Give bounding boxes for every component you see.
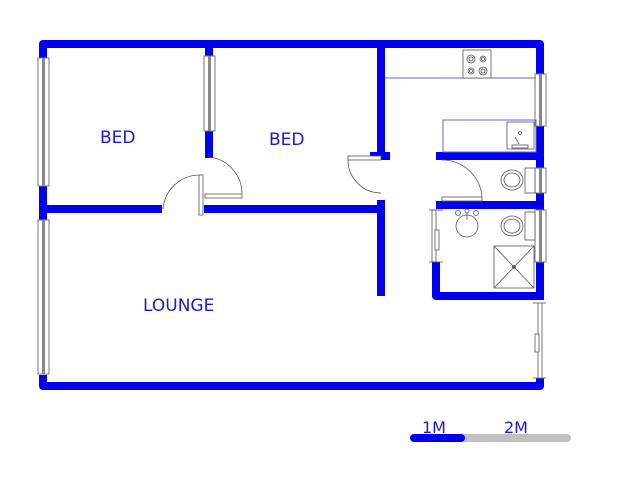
- door-toilet: [441, 159, 483, 202]
- kitchen-fixtures: [385, 77, 537, 153]
- toilet-icon-bath: [500, 211, 536, 241]
- wall-bath-left: [432, 262, 540, 300]
- room-label-lounge: LOUNGE: [143, 296, 215, 316]
- shower-icon: [493, 245, 535, 289]
- window-toilet-right: [534, 167, 547, 194]
- scale-label-1m: 1M: [422, 418, 446, 437]
- window-kitchen-right: [534, 73, 547, 127]
- wall-top: [39, 40, 544, 74]
- scale-label-2m: 2M: [504, 418, 528, 437]
- door-kitchen: [347, 155, 382, 194]
- wall-left-lower: [39, 375, 544, 390]
- basin-icon: [455, 208, 479, 238]
- door-bath: [429, 209, 443, 263]
- window-lounge-left: [37, 219, 50, 375]
- window-bath-right: [534, 209, 547, 263]
- walls: [39, 40, 544, 390]
- sliding-door-lounge: [533, 302, 546, 379]
- door-bed1: [162, 174, 204, 216]
- stove-icon: [462, 49, 492, 79]
- kitchen-counter-lower: [442, 119, 537, 153]
- window-bed1-left: [37, 57, 50, 187]
- door-bed2: [204, 156, 243, 199]
- kitchen-sink-icon: [506, 121, 535, 150]
- window-bed2-left: [203, 55, 216, 132]
- windows: [37, 55, 547, 379]
- room-label-bed-1: BED: [100, 128, 136, 148]
- toilet-icon: [500, 167, 536, 194]
- doors: [162, 155, 483, 263]
- room-label-bed-2: BED: [269, 130, 305, 150]
